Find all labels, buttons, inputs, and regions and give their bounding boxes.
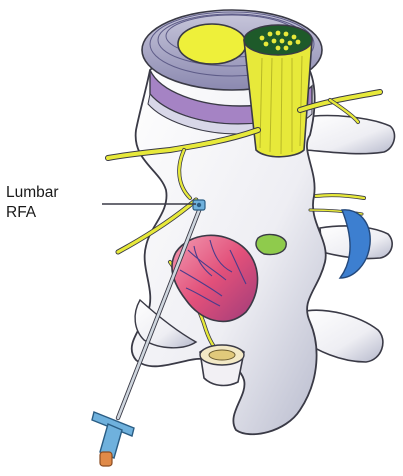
nucleus-pulposus	[178, 24, 246, 64]
dorsal-ganglion	[256, 235, 286, 255]
rfa-probe-tip	[193, 200, 205, 210]
spinal-cord	[244, 25, 312, 157]
nerve-sheath-stump	[200, 345, 244, 385]
label-line-1: Lumbar	[6, 183, 76, 203]
upper-transverse-process	[300, 116, 395, 154]
rfa-probe-handle	[92, 412, 134, 466]
lumbar-rfa-label: Lumbar RFA	[6, 183, 76, 223]
label-line-2: RFA	[6, 203, 76, 223]
